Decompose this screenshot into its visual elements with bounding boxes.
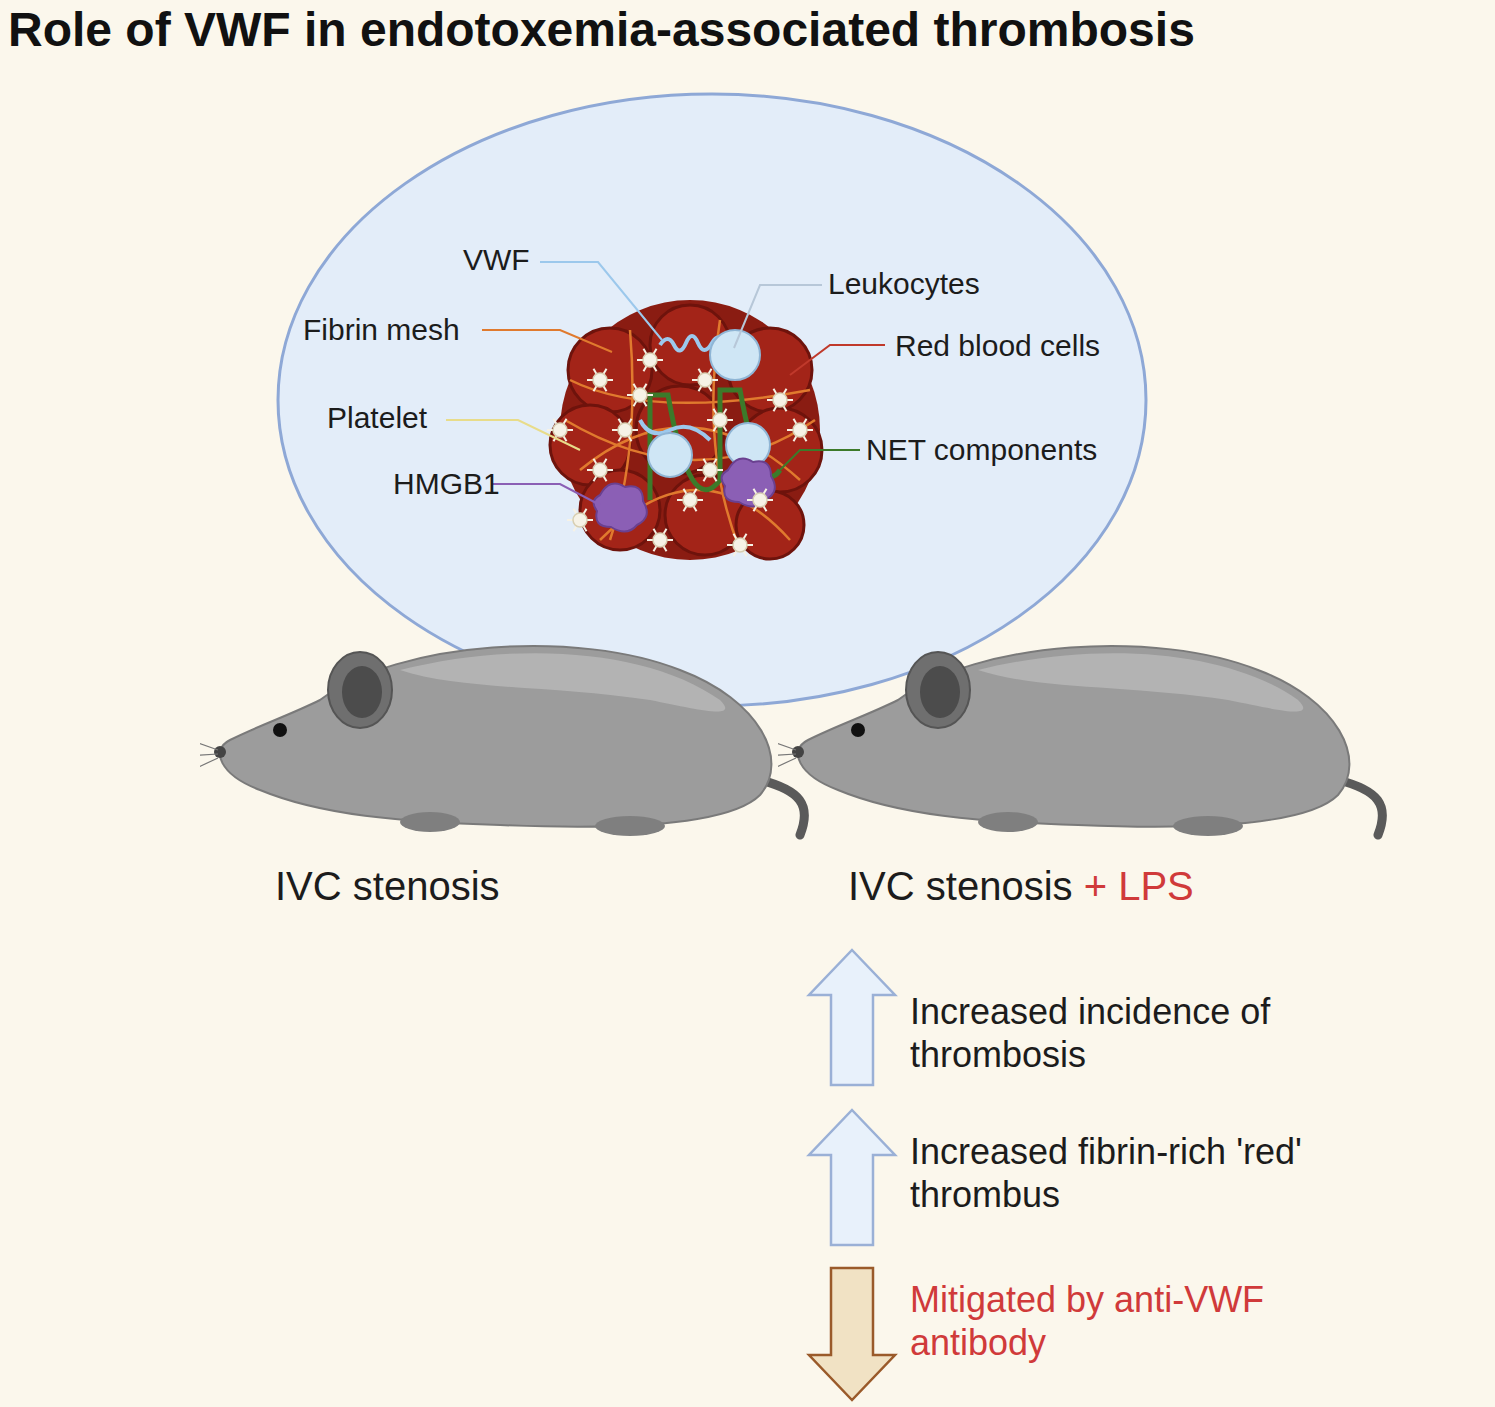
effect-text: Increased fibrin-rich 'red' thrombus: [910, 1130, 1320, 1216]
part-label: Platelet: [327, 400, 427, 436]
condition-label: IVC stenosis: [275, 862, 500, 910]
effect-text: Increased incidence of thrombosis: [910, 990, 1275, 1076]
condition-label: IVC stenosis: [848, 864, 1073, 908]
part-label: HMGB1: [393, 466, 500, 502]
part-label: NET components: [866, 432, 1097, 468]
condition-row: IVC stenosis+ LPS: [848, 862, 1194, 910]
part-label: VWF: [463, 242, 530, 278]
condition-label: + LPS: [1084, 864, 1194, 908]
part-label: Red blood cells: [895, 328, 1100, 364]
part-label: Fibrin mesh: [303, 312, 460, 348]
effect-text: Mitigated by anti-VWF antibody: [910, 1278, 1340, 1364]
title: Role of VWF in endotoxemia-associated th…: [8, 2, 1195, 57]
part-label: Leukocytes: [828, 266, 980, 302]
thrombus: [547, 300, 822, 560]
